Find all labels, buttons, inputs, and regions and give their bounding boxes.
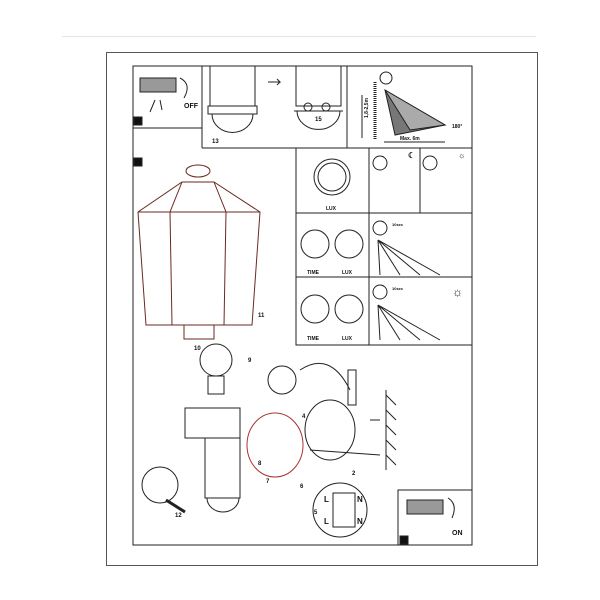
svg-text:7: 7 xyxy=(266,479,270,485)
on-label: ON xyxy=(452,530,463,537)
manual-page xyxy=(106,52,538,566)
svg-text:TIME: TIME xyxy=(307,336,320,342)
time-lux-panel-2: TIME LUX 10sec ☼ xyxy=(300,284,463,342)
svg-text:8: 8 xyxy=(258,461,262,467)
svg-text:LUX: LUX xyxy=(342,336,353,342)
svg-text:10sec: 10sec xyxy=(392,222,404,227)
svg-text:2: 2 xyxy=(352,471,356,477)
svg-text:4: 4 xyxy=(302,414,306,420)
time-lux-panel-1: TIME LUX 10sec xyxy=(300,220,441,276)
svg-text:Max. 6m: Max. 6m xyxy=(400,136,420,142)
svg-text:L: L xyxy=(324,517,329,526)
sensor-cap-illustration: 13 15 xyxy=(207,65,343,145)
content-frame xyxy=(132,65,473,546)
mounting-plate-illustration: 7 8 6 2 4 xyxy=(246,362,381,490)
svg-text:11: 11 xyxy=(258,313,265,319)
svg-text:☼: ☼ xyxy=(458,151,465,160)
corner-marker xyxy=(133,116,143,126)
svg-text:6: 6 xyxy=(300,484,304,490)
svg-text:15: 15 xyxy=(315,117,322,123)
lux-dial-panel: LUX xyxy=(313,158,351,212)
top-divider xyxy=(62,36,536,37)
svg-text:10: 10 xyxy=(194,346,201,352)
svg-text:13: 13 xyxy=(212,139,219,145)
off-label: OFF xyxy=(184,103,199,110)
bulb-illustration: 9 10 xyxy=(194,343,252,395)
svg-text:L: L xyxy=(324,495,329,504)
switch-on-illustration: ON xyxy=(399,497,463,545)
svg-text:1,8-2,5m: 1,8-2,5m xyxy=(364,97,370,118)
terminal-block-illustration: L N L N 5 xyxy=(312,482,368,538)
svg-text:N: N xyxy=(357,517,363,526)
svg-text:LUX: LUX xyxy=(326,206,337,212)
switch-off-illustration: OFF xyxy=(139,77,199,113)
detection-range-illustration: 1,8-2,5m Max. 6m 180° xyxy=(361,71,462,143)
svg-text:180°: 180° xyxy=(452,124,462,130)
corner-marker xyxy=(133,157,143,167)
wall-illustration xyxy=(347,369,397,470)
svg-text:12: 12 xyxy=(175,513,182,519)
svg-text:☼: ☼ xyxy=(452,285,463,299)
night-day-panel: ☾ ☼ xyxy=(372,151,465,171)
svg-text:☾: ☾ xyxy=(408,151,415,160)
svg-text:10sec: 10sec xyxy=(392,286,404,291)
svg-text:N: N xyxy=(357,495,363,504)
housing-illustration: 12 xyxy=(141,407,241,519)
svg-text:5: 5 xyxy=(314,510,318,516)
svg-text:TIME: TIME xyxy=(307,270,320,276)
svg-text:LUX: LUX xyxy=(342,270,353,276)
lantern-illustration: 11 xyxy=(137,164,265,340)
svg-text:9: 9 xyxy=(248,358,252,364)
